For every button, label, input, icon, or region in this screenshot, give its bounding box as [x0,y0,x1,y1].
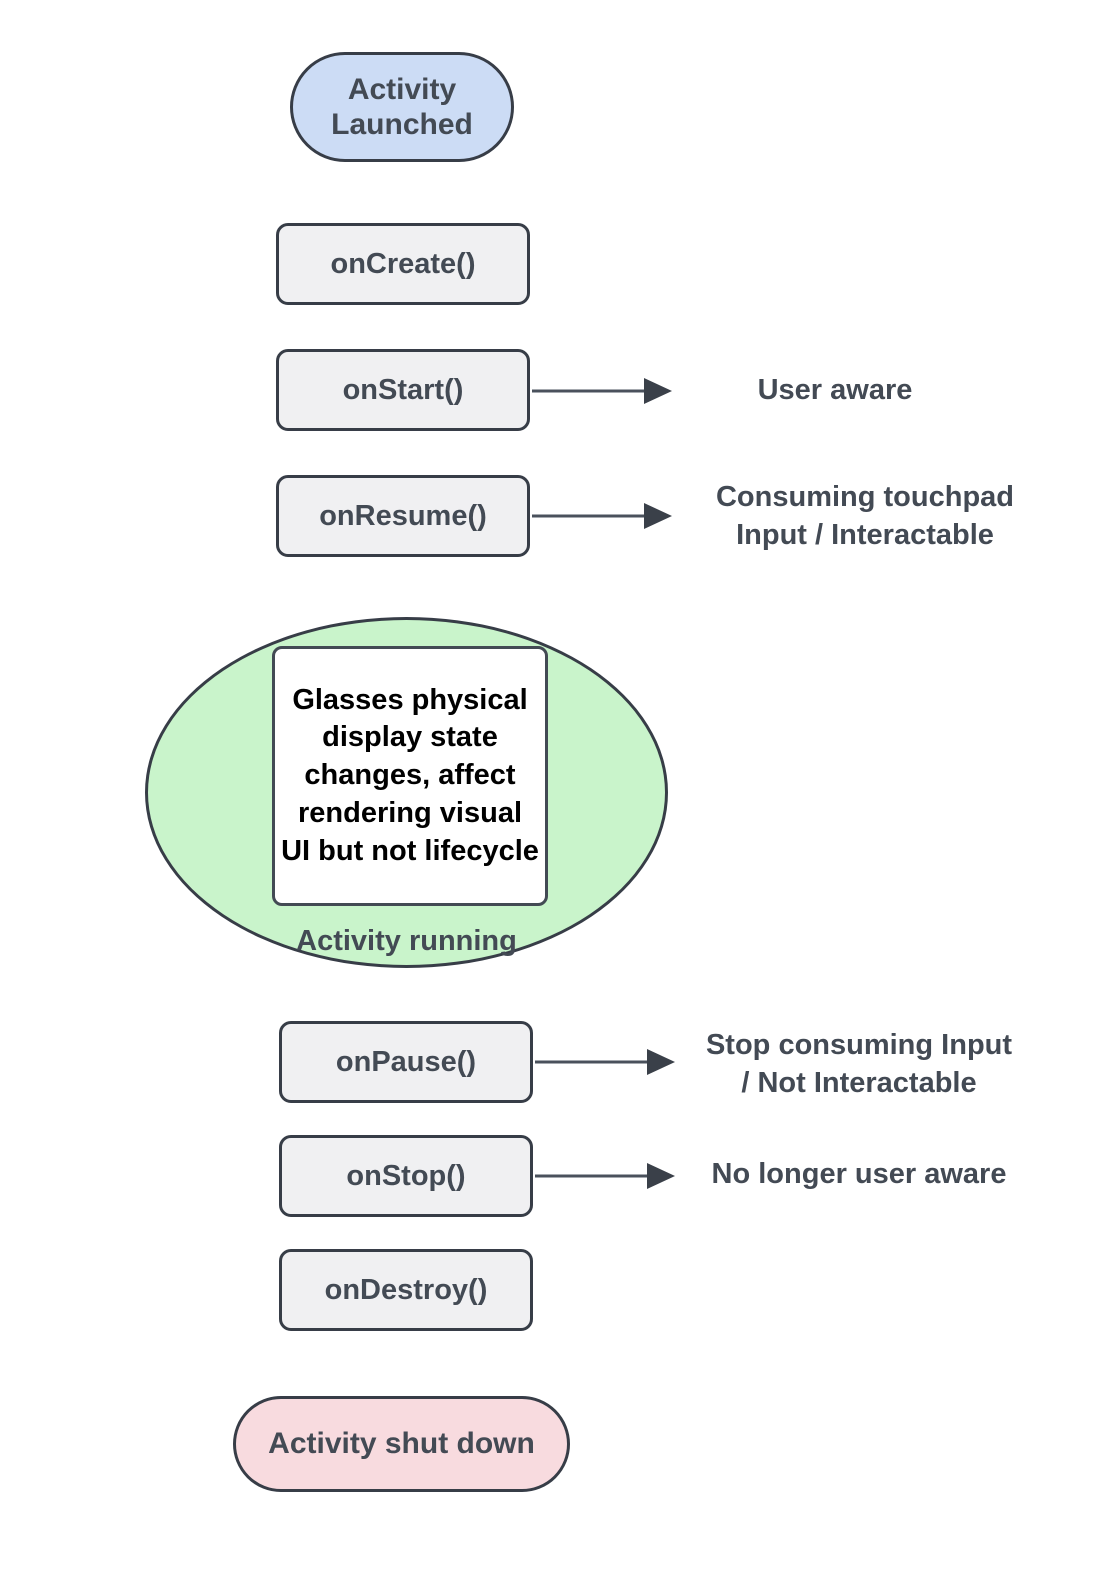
node-onpause[interactable]: onPause() [279,1021,533,1103]
node-onstop[interactable]: onStop() [279,1135,533,1217]
node-ondestroy[interactable]: onDestroy() [279,1249,533,1331]
arrow-onstart-to-note [530,375,675,407]
node-onstart-label: onStart() [342,373,464,406]
annotation-consuming-touchpad: Consuming touchpad Input / Interactable [715,481,1015,551]
node-activity-shut-down[interactable]: Activity shut down [233,1396,570,1492]
node-activity-running[interactable]: Glasses physical display state changes, … [145,617,668,968]
node-onstart[interactable]: onStart() [276,349,530,431]
node-onresume-label: onResume() [319,499,487,532]
arrow-onstop-to-note [533,1160,678,1192]
node-oncreate[interactable]: onCreate() [276,223,530,305]
annotation-stop-consuming-input: Stop consuming Input / Not Interactable [705,1029,1013,1099]
node-ondestroy-label: onDestroy() [324,1273,488,1306]
node-onresume[interactable]: onResume() [276,475,530,557]
node-activity-launched[interactable]: Activity Launched [290,52,514,162]
annotation-user-aware: User aware [757,374,913,407]
arrow-onpause-to-note [533,1046,678,1078]
arrow-onresume-to-note [530,500,675,532]
annotation-no-longer-user-aware: No longer user aware [711,1158,1007,1191]
node-onstop-label: onStop() [346,1159,466,1192]
node-oncreate-label: onCreate() [330,247,476,280]
note-glasses-display-state: Glasses physical display state changes, … [272,646,548,906]
node-onpause-label: onPause() [335,1045,477,1078]
node-activity-launched-label: Activity Launched [331,72,473,141]
node-activity-running-label: Activity running [296,925,517,957]
node-activity-shut-down-label: Activity shut down [268,1427,535,1461]
